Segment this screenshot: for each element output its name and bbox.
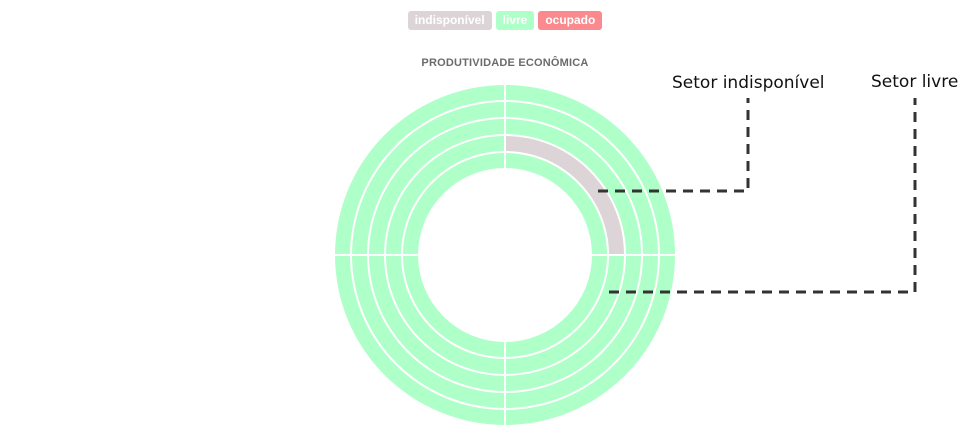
sector-ring4-top-left[interactable]	[352, 102, 505, 255]
sector-ring4-bottom-left[interactable]	[352, 255, 505, 408]
sector-ring5-top-right[interactable]	[505, 85, 675, 255]
annotation-free-sector: Setor livre	[871, 72, 959, 92]
sector-ring5-bottom-right[interactable]	[505, 255, 675, 425]
sector-ring3-bottom-left[interactable]	[369, 255, 505, 391]
legend-free[interactable]: livre	[495, 11, 535, 30]
sector-ring4-top-right[interactable]	[505, 102, 658, 255]
sector-ring2-top-left[interactable]	[386, 136, 505, 255]
legend-occupied[interactable]: ocupado	[538, 11, 603, 30]
sector-ring1-bottom-right[interactable]	[505, 255, 607, 357]
sector-ring4-bottom-right[interactable]	[505, 255, 658, 408]
annotation-unavailable-sector: Setor indisponível	[672, 73, 825, 93]
sector-ring5-bottom-left[interactable]	[335, 255, 505, 425]
sector-ring3-top-left[interactable]	[369, 119, 505, 255]
sector-ring2-bottom-left[interactable]	[386, 255, 505, 374]
sector-ring2-bottom-right[interactable]	[505, 255, 624, 374]
sector-ring1-top-right[interactable]	[505, 153, 607, 255]
sector-ring1-bottom-left[interactable]	[403, 255, 505, 357]
legend-unavailable[interactable]: indisponível	[407, 11, 492, 30]
status-legend: indisponível livre ocupado	[0, 11, 978, 30]
chart-title: PRODUTIVIDADE ECONÔMICA	[421, 57, 589, 69]
rings-group	[335, 85, 675, 425]
sector-ring5-top-left[interactable]	[335, 85, 505, 255]
leader-line-free	[609, 98, 917, 294]
leader-line-unavailable	[598, 98, 750, 193]
sector-ring2-top-right[interactable]	[505, 136, 624, 255]
sector-ring3-bottom-right[interactable]	[505, 255, 641, 391]
sector-ring1-top-left[interactable]	[403, 153, 505, 255]
sector-ring3-top-right[interactable]	[505, 119, 641, 255]
